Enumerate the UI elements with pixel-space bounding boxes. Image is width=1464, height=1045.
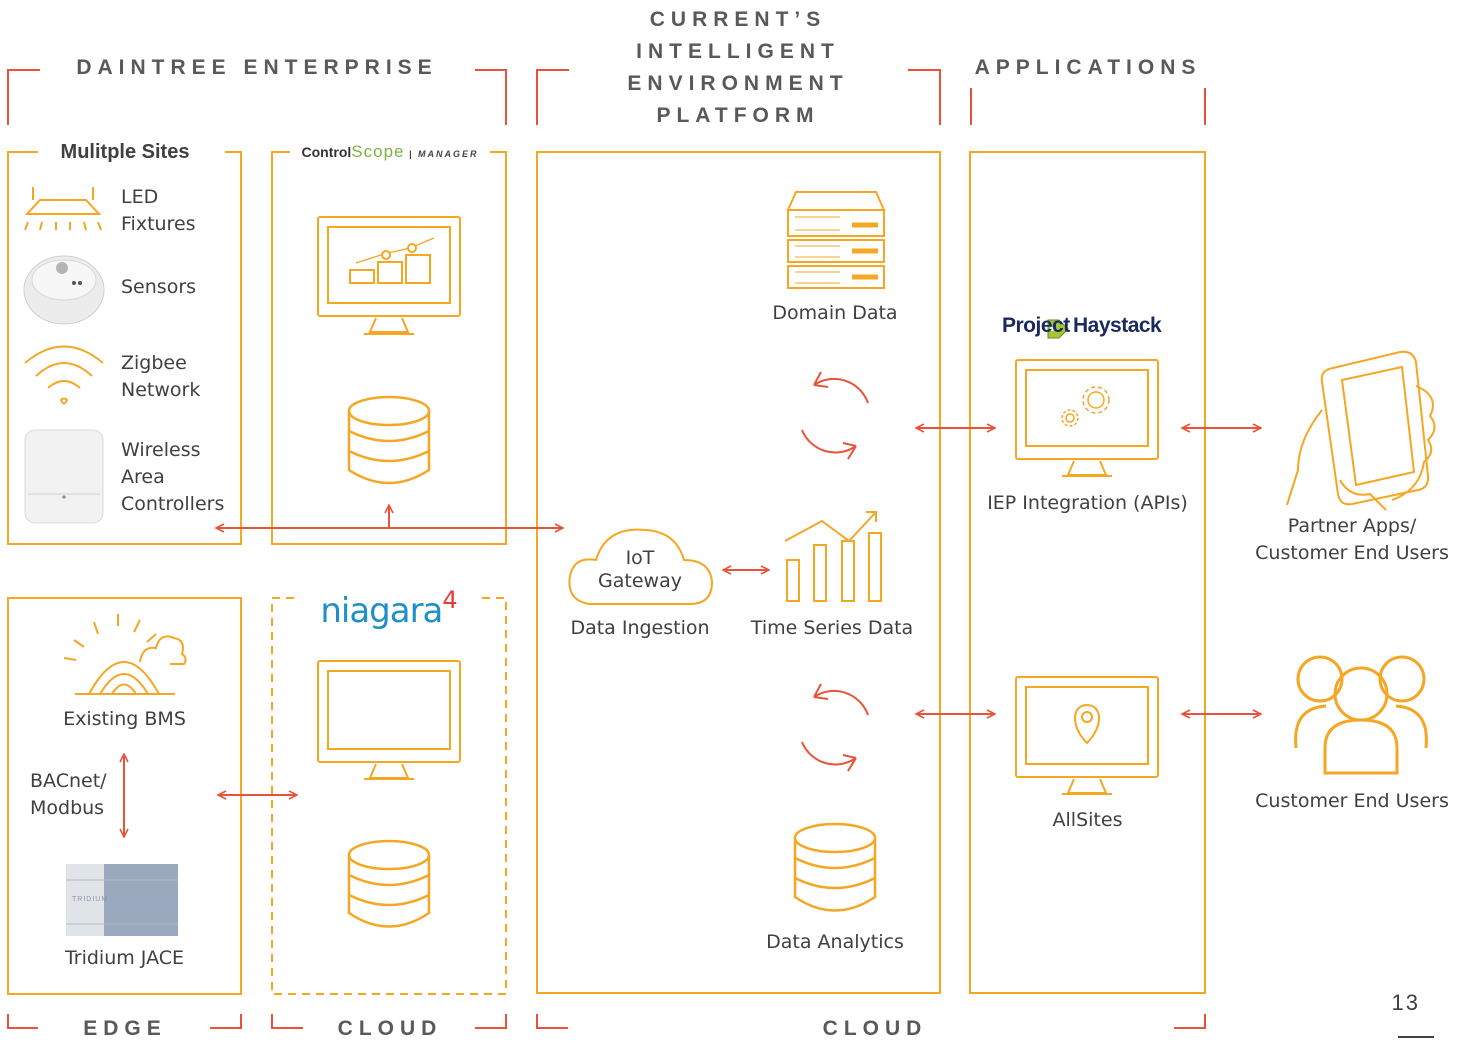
footer-cloud-right: CLOUD (822, 1017, 928, 1040)
sites-title: Mulitple Sites (40, 139, 210, 166)
footer-cloud-left: CLOUD (337, 1017, 443, 1040)
sync-icon-lower (801, 683, 869, 772)
bracket-iep (536, 69, 941, 125)
panel-sites (7, 151, 242, 545)
protocol-label: BACnet/ Modbus (30, 770, 107, 819)
data-analytics-label: Data Analytics (766, 931, 904, 953)
iot-gateway-cloud-icon (568, 528, 714, 605)
bracket-daintree (7, 69, 507, 125)
jace-device-label: TRIDIUM (72, 896, 109, 903)
niagara-database-icon (347, 839, 431, 928)
allsites-monitor-icon (1015, 676, 1159, 795)
tridium-jace-device (66, 864, 178, 936)
haystack-tag-icon (1047, 319, 1069, 339)
header-iep: CURRENT’S INTELLIGENT ENVIRONMENT PLATFO… (627, 8, 849, 127)
bracket-cloud-right (536, 1014, 1206, 1029)
sync-icon-upper (801, 371, 869, 460)
iot-gateway-label: IoT Gateway (598, 547, 682, 592)
bracket-edge (7, 1014, 242, 1029)
bracket-cloud-left (271, 1014, 507, 1029)
zigbee-wifi-icon (24, 345, 104, 405)
wireless-controllers-label: Wireless Area Controllers (121, 439, 225, 515)
mobile-phone-hand-icon (1286, 350, 1436, 511)
bracket-applications (970, 88, 1206, 125)
time-series-chart-icon (784, 511, 882, 602)
database-icon (347, 395, 431, 485)
niagara-monitor-icon (317, 660, 461, 780)
niagara-word: niagara (320, 591, 443, 631)
time-series-label: Time Series Data (750, 617, 914, 639)
controlscope-brand-a: Control (301, 144, 352, 160)
analytics-database-icon (793, 822, 877, 912)
header-applications: APPLICATIONS (974, 56, 1202, 79)
sensors-label: Sensors (121, 276, 197, 298)
domain-data-label: Domain Data (772, 302, 898, 324)
project-haystack-word-a: Project (1002, 314, 1070, 337)
led-fixture-icon (24, 187, 102, 231)
led-fixtures-label: LED Fixtures (121, 186, 196, 235)
controlscope-logo: ControlScope | MANAGER (292, 138, 488, 166)
dashboard-monitor-icon (317, 216, 461, 335)
niagara-version: 4 (442, 586, 458, 614)
panel-applications (969, 151, 1206, 994)
controlscope-manager: | MANAGER (408, 149, 479, 159)
controlscope-brand-b: Scope (351, 142, 405, 161)
page-number-underline (1398, 1036, 1434, 1038)
panel-controlscope (271, 151, 507, 545)
project-haystack-word-b: Haystack (1073, 314, 1162, 337)
page-number: 13 (1391, 990, 1420, 1015)
panel-niagara (271, 597, 507, 995)
customer-end-users-label: Customer End Users (1255, 790, 1449, 812)
tridium-jace-label: Tridium JACE (64, 947, 185, 969)
sensor-device-icon (23, 255, 105, 325)
existing-bms-icon (63, 614, 187, 695)
gears-icon (1061, 386, 1110, 427)
zigbee-label: Zigbee Network (121, 352, 201, 401)
panel-iep (536, 151, 941, 994)
server-rack-icon (786, 191, 886, 289)
iep-integration-label: IEP Integration (APIs) (987, 492, 1188, 514)
existing-bms-label: Existing BMS (63, 708, 186, 730)
customer-users-icon (1294, 655, 1428, 775)
partner-apps-label: Partner Apps/ Customer End Users (1255, 515, 1449, 564)
data-ingestion-label: Data Ingestion (570, 617, 710, 639)
footer-edge: EDGE (83, 1017, 167, 1040)
allsites-label: AllSites (1052, 809, 1123, 831)
header-daintree-enterprise: DAINTREE ENTERPRISE (76, 56, 438, 79)
wireless-controller-icon (24, 429, 104, 524)
niagara-logo: niagara4 (300, 576, 478, 642)
integration-monitor-icon (1015, 359, 1159, 477)
